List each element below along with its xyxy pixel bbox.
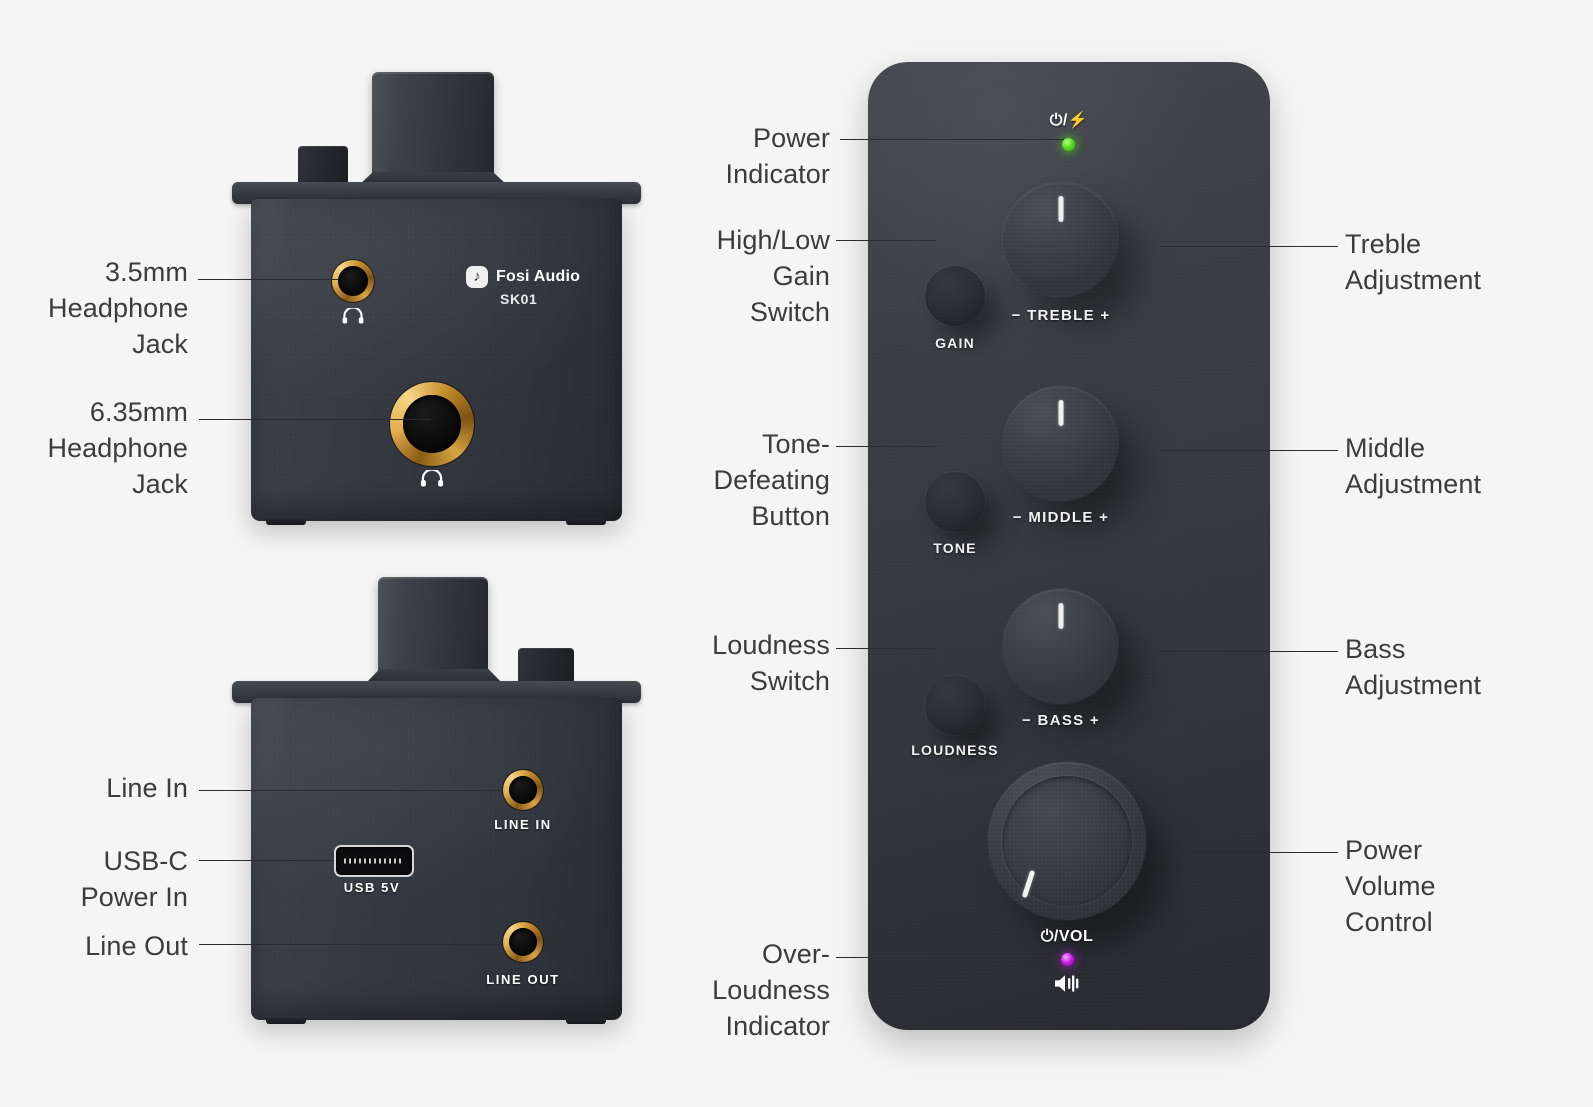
middle-knob[interactable] (1003, 386, 1118, 501)
line-in-label: LINE IN (494, 817, 552, 832)
leader-treble (1160, 246, 1338, 247)
leader-tone-button (836, 446, 936, 447)
leader-over-loudness (836, 957, 1062, 958)
leader-line-out (199, 944, 503, 945)
bass-knob-label: − BASS + (1022, 712, 1100, 729)
chassis-body-1 (251, 199, 622, 521)
tone-button-label: TONE (933, 540, 977, 556)
line-in-jack[interactable] (503, 770, 543, 810)
leader-usb-c (199, 860, 334, 861)
leader-middle (1160, 450, 1338, 451)
gain-button-barrel-top (298, 146, 348, 186)
model-number: SK01 (500, 291, 538, 307)
callout-jack-3p5mm: 3.5mm Headphone Jack (48, 257, 189, 359)
speaker-wave-icon (1037, 973, 1099, 994)
leader-loudness-switch (836, 648, 936, 649)
callout-middle: Middle Adjustment (1345, 433, 1482, 499)
headphone-jack-6p35mm[interactable] (390, 382, 474, 466)
loudness-button[interactable] (925, 675, 985, 735)
callout-gain-switch: High/Low Gain Switch (716, 225, 830, 327)
leader-volume (1180, 852, 1338, 853)
chassis-top-lip-2 (232, 681, 641, 703)
music-note-icon: ♪ (466, 266, 488, 288)
power-volume-knob-indicator (1021, 869, 1036, 899)
chassis-body-2 (251, 698, 622, 1020)
callout-treble: Treble Adjustment (1345, 229, 1482, 295)
leader-bass (1160, 651, 1338, 652)
usb-c-pins (344, 858, 404, 864)
usb-5v-label: USB 5V (343, 880, 401, 895)
leader-line-in (199, 790, 503, 791)
power-volume-knob[interactable] (988, 762, 1146, 920)
callout-line-out: Line Out (85, 931, 188, 961)
callout-line-in: Line In (106, 773, 188, 803)
callout-over-loudness: Over- Loudness Indicator (712, 939, 830, 1041)
callout-power-indicator: Power Indicator (725, 123, 830, 189)
treble-knob[interactable] (1003, 182, 1118, 297)
power-volume-knob-bezel (1002, 776, 1132, 906)
bass-knob-indicator (1058, 603, 1063, 629)
volume-knob-barrel-bottom (378, 577, 488, 683)
chassis-foot-1-right (566, 519, 606, 525)
bass-knob[interactable] (1003, 589, 1118, 704)
jack-hole (338, 266, 368, 296)
chassis-top-lip-1 (232, 182, 641, 204)
usb-c-port[interactable] (334, 845, 414, 877)
callout-usb-c: USB-C Power In (80, 846, 188, 912)
jack-hole (509, 776, 537, 804)
leader-power-indicator (840, 139, 1064, 140)
treble-knob-indicator (1058, 196, 1063, 222)
callout-tone-button: Tone- Defeating Button (713, 429, 830, 531)
power-volume-knob-label: ⏻/VOL (1040, 928, 1094, 945)
middle-knob-label: − MIDDLE + (1012, 509, 1110, 526)
leader-gain-switch (836, 240, 936, 241)
jack-hole (509, 928, 537, 956)
headphone-icon-6p35 (411, 470, 453, 487)
leader-jack-3p5mm (198, 279, 338, 280)
volume-knob-base-bottom (366, 669, 502, 683)
gain-button-barrel-bottom (518, 648, 574, 684)
chassis-foot-1-left (266, 519, 306, 525)
line-out-jack[interactable] (503, 922, 543, 962)
control-panel-face: ⏻/⚡ GAIN − TREBLE + TONE − MIDDLE + LOUD… (868, 62, 1270, 1030)
brand-name: Fosi Audio (496, 268, 581, 285)
jack-hole (403, 395, 461, 453)
over-loudness-led (1061, 953, 1074, 966)
chassis-foot-2-left (266, 1018, 306, 1024)
line-out-label: LINE OUT (486, 972, 560, 987)
volume-knob-barrel-top (372, 72, 494, 184)
gain-button-label: GAIN (935, 335, 975, 351)
gain-button[interactable] (925, 266, 985, 326)
callout-bass: Bass Adjustment (1345, 634, 1482, 700)
power-indicator-led (1062, 138, 1075, 151)
power-symbol-glyph: ⏻/⚡ (1049, 112, 1089, 129)
middle-knob-indicator (1058, 400, 1063, 426)
tone-button[interactable] (925, 472, 985, 532)
treble-knob-label: − TREBLE + (1011, 307, 1111, 324)
callout-loudness-switch: Loudness Switch (712, 630, 830, 696)
headphone-icon-3p5 (332, 308, 374, 324)
headphone-jack-3p5mm[interactable] (332, 260, 374, 302)
loudness-button-label: LOUDNESS (911, 742, 999, 758)
leader-jack-6p35mm (199, 419, 431, 420)
chassis-foot-2-right (566, 1018, 606, 1024)
callout-volume: Power Volume Control (1345, 835, 1436, 937)
callout-jack-6p35mm: 6.35mm Headphone Jack (47, 397, 188, 499)
